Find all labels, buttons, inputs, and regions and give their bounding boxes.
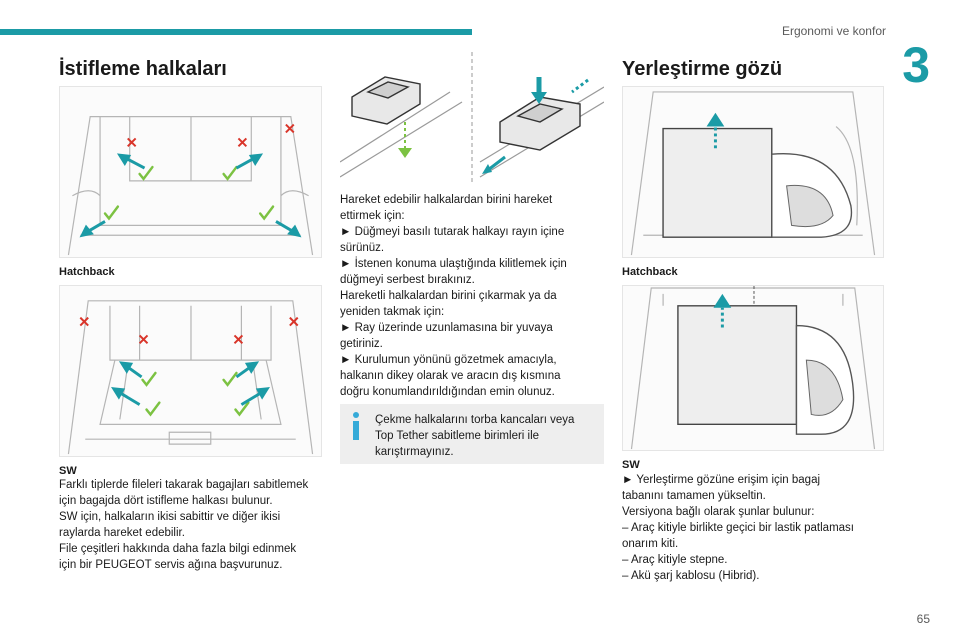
section-heading-storage-compartment: Yerleştirme gözü xyxy=(622,58,783,80)
left-body-text: Farklı tiplerde fileleri takarak bagajla… xyxy=(59,477,324,573)
text-line: ► Ray üzerinde uzunlamasına bir yuvaya xyxy=(340,322,553,334)
text-line: yeniden takmak için: xyxy=(340,306,445,318)
text-line: sürünüz. xyxy=(340,242,385,254)
text-line: SW için, halkaların ikisi sabittir ve di… xyxy=(59,511,281,523)
text-line: – Araç kitiyle stepne. xyxy=(622,554,728,566)
sw-floor-illustration xyxy=(630,286,876,450)
note-line: karıştırmayınız. xyxy=(375,446,454,458)
section-heading-stowage-rings: İstifleme halkaları xyxy=(59,58,227,80)
caption-hatchback: Hatchback xyxy=(59,266,115,278)
text-line: getiriniz. xyxy=(340,338,383,350)
text-line: ► Kurulumun yönünü gözetmek amacıyla, xyxy=(340,354,557,366)
text-line: Hareket edebilir halkalardan birini hare… xyxy=(340,194,553,206)
text-line: düğmeyi serbest bırakınız. xyxy=(340,274,475,286)
figure-sw-rings xyxy=(59,285,322,457)
text-line: ► Yerleştirme gözüne erişim için bagaj xyxy=(622,474,821,486)
text-line: Farklı tiplerde fileleri takarak bagajla… xyxy=(59,479,309,491)
caption-sw: SW xyxy=(59,465,77,477)
hatchback-floor-illustration xyxy=(630,91,876,256)
text-line: ettirmek için: xyxy=(340,210,405,222)
figure-hatchback-rings xyxy=(59,86,322,258)
text-line: tabanını tamamen yükseltin. xyxy=(622,490,766,502)
caption-hatchback-storage: Hatchback xyxy=(622,266,678,278)
text-line: için bagajda dört istifleme halkası bulu… xyxy=(59,495,273,507)
text-line: – Akü şarj kablosu (Hibrid). xyxy=(622,570,760,582)
text-line: Hareketli halkalardan birini çıkarmak ya… xyxy=(340,290,557,302)
header-accent-bar xyxy=(0,29,472,35)
note-line: Çekme halkalarını torba kancaları veya xyxy=(375,414,575,426)
text-line: – Araç kitiyle birlikte geçici bir lasti… xyxy=(622,522,854,534)
text-line: ► Düğmeyi basılı tutarak halkayı rayın i… xyxy=(340,226,565,238)
right-body-text: ► Yerleştirme gözüne erişim için bagaj t… xyxy=(622,472,887,584)
figure-hatchback-storage xyxy=(622,86,884,258)
sw-trunk-illustration xyxy=(67,300,314,455)
section-title: Ergonomi ve konfor xyxy=(781,24,886,38)
hatchback-trunk-illustration xyxy=(67,116,314,256)
text-line: File çeşitleri hakkında daha fazla bilgi… xyxy=(59,543,297,555)
middle-body-text: Hareket edebilir halkalardan birini hare… xyxy=(340,192,605,400)
ring-rail-illustration xyxy=(340,52,604,182)
figure-moving-ring xyxy=(340,52,604,182)
text-line: Versiyona bağlı olarak şunlar bulunur: xyxy=(622,506,815,518)
text-line: onarım kiti. xyxy=(622,538,679,550)
text-line: ► İstenen konuma ulaştığında kilitlemek … xyxy=(340,258,567,270)
text-line: doğru konumlandırıldığından emin olunuz. xyxy=(340,386,555,398)
info-icon xyxy=(350,412,362,440)
page-number: 65 xyxy=(916,612,930,626)
text-line: raylarda hareket edebilir. xyxy=(59,527,185,539)
info-note: Çekme halkalarını torba kancaları veya T… xyxy=(340,404,604,464)
text-line: için bir PEUGEOT servis ağına başvurunuz… xyxy=(59,559,283,571)
chapter-number: 3 xyxy=(902,37,930,93)
figure-sw-storage xyxy=(622,285,884,451)
note-line: Top Tether sabitleme birimleri ile xyxy=(375,430,540,442)
caption-sw-storage: SW xyxy=(622,459,640,471)
text-line: halkanın dikey olarak ve aracın dış kısm… xyxy=(340,370,561,382)
